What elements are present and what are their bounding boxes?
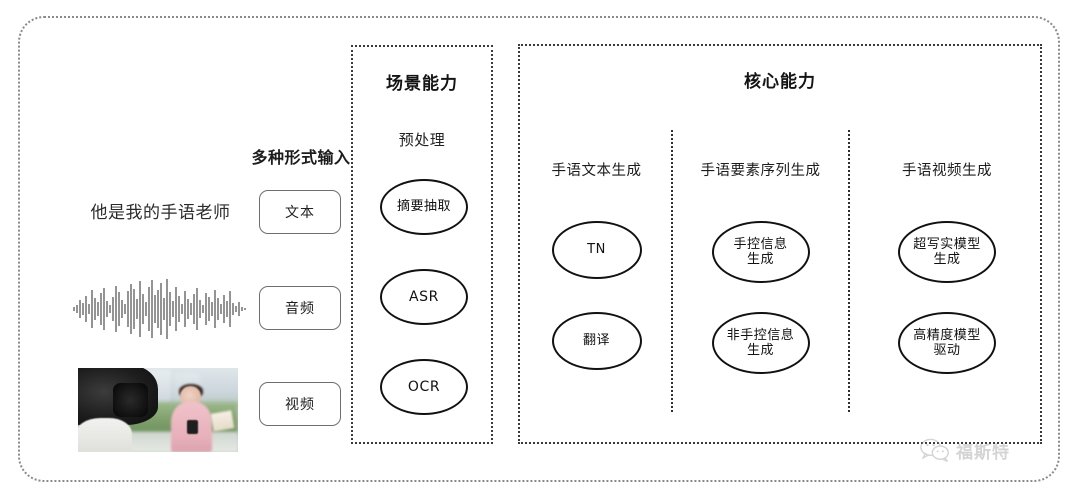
core-column-header: 手语文本生成 [551,163,642,179]
core-node-high-precision-model-driving[interactable]: 高精度模型 驱动 [898,312,996,374]
sample-text-example: 他是我的手语老师 [90,203,231,223]
scene-node-label: ASR [409,288,439,305]
core-column-divider [848,130,850,412]
watermark-text: 福斯特 [956,442,1010,463]
core-node-label-line1: 翻译 [582,333,610,349]
core-column-sign-element-sequence-generation: 手语要素序列生成 手控信息 生成 非手控信息 生成 [673,46,848,442]
modality-pill-video[interactable]: 视频 [259,382,341,426]
modality-pill-video-label: 视频 [285,397,315,413]
scene-node-label: OCR [407,378,441,395]
core-column-sign-video-generation: 手语视频生成 超写实模型 生成 高精度模型 驱动 [850,46,1044,442]
watermark: 福斯特 [920,432,1060,468]
core-node-label-line1: 高精度模型 [913,327,981,343]
modality-pill-audio-label: 音频 [285,301,315,317]
scene-node-ocr[interactable]: OCR [380,359,468,415]
scene-node-label: 摘要抽取 [396,199,451,215]
waveform-icon [72,278,248,340]
core-node-label-line1: TN [587,242,606,258]
core-node-tn[interactable]: TN [551,221,642,279]
core-capability-panel: 核心能力 手语文本生成 TN 翻译 手语要素序列生成 手控信息 生成 非手控信息 [518,44,1042,444]
core-node-label-line2: 驱动 [933,343,961,358]
video-thumbnail-icon [78,368,238,452]
core-node-label-line1: 手控信息 [733,236,788,252]
outer-dotted-frame [18,16,1060,482]
core-panel-title: 核心能力 [744,72,816,92]
core-node-label-line2: 生成 [746,252,774,267]
scene-panel-subtitle: 预处理 [398,131,446,149]
input-section: 多种形式输入 他是我的手语老师 [30,40,350,452]
core-node-label-line2: 生成 [746,343,774,358]
scene-node-summary-extraction[interactable]: 摘要抽取 [380,179,468,235]
modality-pill-text-label: 文本 [285,205,315,221]
scene-node-asr[interactable]: ASR [380,269,468,325]
core-column-header: 手语要素序列生成 [700,163,821,179]
core-column-header: 手语视频生成 [902,163,992,179]
scene-capability-panel: 场景能力 预处理 摘要抽取 ASR OCR [351,45,493,444]
core-node-translation[interactable]: 翻译 [551,312,642,370]
core-column-sign-text-generation: 手语文本生成 TN 翻译 [522,46,671,442]
core-node-label-line1: 非手控信息 [726,327,795,343]
wechat-icon [920,438,949,463]
core-node-manual-info-generation[interactable]: 手控信息 生成 [711,221,810,283]
core-column-divider [671,130,673,412]
input-section-heading: 多种形式输入 [251,148,351,167]
core-node-label-line1: 超写实模型 [913,236,981,252]
modality-pill-text[interactable]: 文本 [259,190,341,234]
scene-panel-title: 场景能力 [386,74,458,94]
core-node-hyperrealistic-model-generation[interactable]: 超写实模型 生成 [898,221,996,283]
core-node-label-line2: 生成 [933,252,961,267]
core-node-nonmanual-info-generation[interactable]: 非手控信息 生成 [711,312,810,374]
modality-pill-audio[interactable]: 音频 [259,286,341,330]
